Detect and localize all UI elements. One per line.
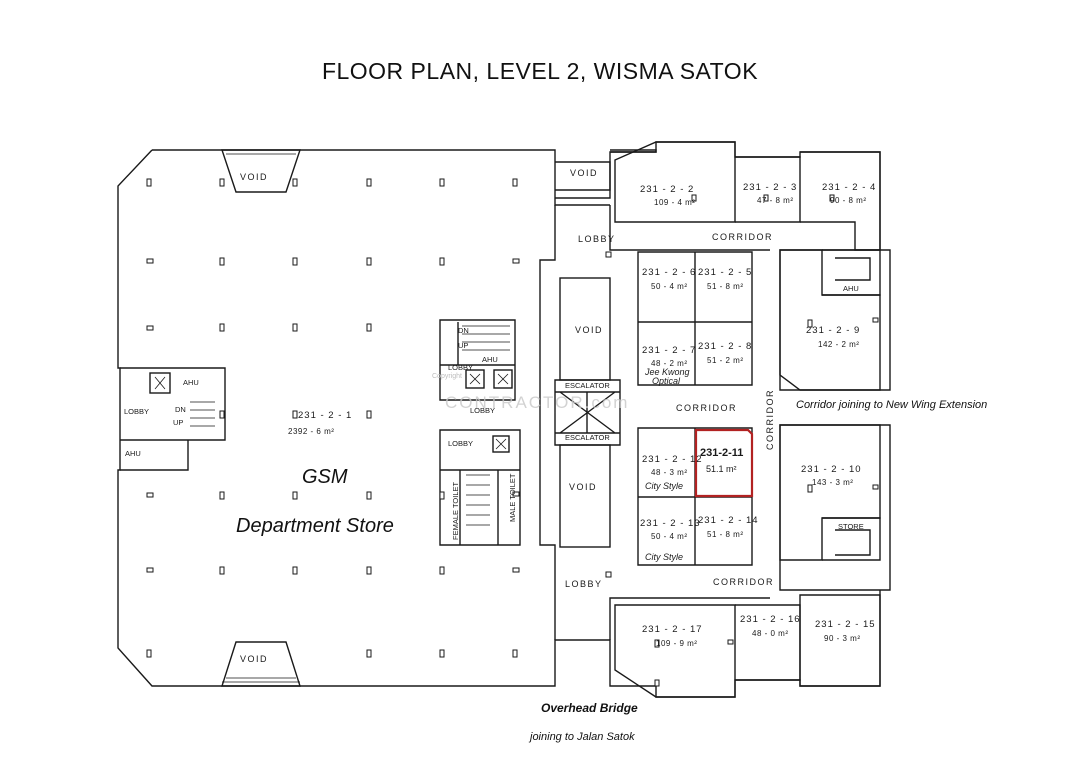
unit-area: 50 - 4 m²	[651, 282, 688, 291]
corridor-label: CORRIDOR	[713, 577, 774, 587]
female-toilet-label: FEMALE TOILET	[451, 482, 460, 540]
unit-id: 231 - 2 - 10	[801, 464, 862, 475]
tenant-label: City Style	[645, 552, 683, 562]
lobby-label: LOBBY	[448, 439, 473, 448]
unit-area: 90 - 3 m²	[824, 634, 861, 643]
unit-area: 47 - 8 m²	[757, 196, 794, 205]
unit-area: 109 - 4 m²	[654, 198, 695, 207]
void-top-right	[555, 161, 611, 191]
store-label: STORE	[838, 522, 864, 531]
unit-id: 231 - 2 - 12	[642, 454, 703, 465]
unit-id: 231 - 2 - 7	[642, 345, 696, 356]
stair-dn-label: DN	[458, 326, 469, 335]
unit-area: 90 - 8 m²	[830, 196, 867, 205]
ahu-label: AHU	[482, 355, 498, 364]
unit-area: 51.1 m²	[706, 464, 737, 474]
unit-area: 109 - 9 m²	[656, 639, 697, 648]
unit-id: 231 - 2 - 2	[640, 184, 694, 195]
unit-id: 231 - 2 - 16	[740, 614, 801, 625]
watermark: CONTRACTOR.com	[445, 393, 629, 412]
unit-area: 51 - 8 m²	[707, 530, 744, 539]
page-title: FLOOR PLAN, LEVEL 2, WISMA SATOK	[321, 58, 759, 84]
unit-id: 231 - 2 - 13	[640, 518, 701, 529]
unit-id: 231 - 2 - 8	[698, 341, 752, 352]
unit-id: 231 - 2 - 5	[698, 267, 752, 278]
corridor-label: CORRIDOR	[676, 403, 737, 413]
unit-id: 231 - 2 - 4	[822, 182, 876, 193]
unit-area: 2392 - 6 m²	[288, 427, 334, 436]
corridor-label-vertical: CORRIDOR	[765, 389, 775, 450]
unit-id: 231 - 2 - 6	[642, 267, 696, 278]
lobby-label: LOBBY	[470, 406, 495, 415]
unit-id: 231 - 2 - 9	[806, 325, 860, 336]
overhead-bridge-label: Overhead Bridge	[541, 701, 638, 715]
unit-area: 48 - 2 m²	[651, 359, 688, 368]
unit-area: 48 - 0 m²	[752, 629, 789, 638]
unit-231-2-11-highlight[interactable]	[694, 428, 754, 498]
columns	[146, 178, 879, 687]
stair-dn-label: DN	[175, 405, 186, 414]
watermark-small: Copyright	[432, 373, 462, 380]
stair-up-label: UP	[173, 418, 183, 427]
unit-id: 231 - 2 - 14	[698, 515, 759, 526]
tenant-label: Jee Kwong	[644, 367, 690, 377]
overhead-bridge-note: joining to Jalan Satok	[530, 731, 635, 743]
void-label: VOID	[240, 172, 268, 182]
left-lobby-annex	[120, 367, 226, 471]
lobby-label: LOBBY	[448, 363, 473, 372]
department-store-label: Department Store	[236, 515, 394, 537]
ahu-label: AHU	[843, 284, 859, 293]
gsm-label: GSM	[302, 466, 348, 488]
escalator-label: ESCALATOR	[565, 433, 610, 442]
unit-area: 51 - 8 m²	[707, 282, 744, 291]
tenant-label: City Style	[645, 481, 683, 491]
male-toilet-label: MALE TOILET	[508, 473, 517, 522]
lobby-label: LOBBY	[124, 407, 149, 416]
escalator-label: ESCALATOR	[565, 381, 610, 390]
void-label: VOID	[570, 168, 598, 178]
lobby-label: LOBBY	[565, 579, 603, 589]
void-label: VOID	[575, 325, 603, 335]
tenant-label: Optical	[652, 376, 681, 386]
unit-id: 231 - 2 - 3	[743, 182, 797, 193]
unit-id: 231 - 2 - 15	[815, 619, 876, 630]
unit-area: 50 - 4 m²	[651, 532, 688, 541]
unit-area: 142 - 2 m²	[818, 340, 859, 349]
ahu-label: AHU	[183, 378, 199, 387]
void-bottom	[221, 641, 301, 687]
corridor-label: CORRIDOR	[712, 232, 773, 242]
unit-id: 231 - 2 - 1	[298, 410, 352, 421]
unit-area: 143 - 3 m²	[812, 478, 853, 487]
void-label: VOID	[569, 482, 597, 492]
corridor-note: Corridor joining to New Wing Extension	[796, 399, 988, 411]
lobby-label: LOBBY	[578, 234, 616, 244]
unit-area: 48 - 3 m²	[651, 468, 688, 477]
stair-up-label: UP	[458, 341, 468, 350]
void-top	[221, 149, 301, 193]
escalator	[554, 379, 621, 446]
void-label: VOID	[240, 654, 268, 664]
unit-area: 51 - 2 m²	[707, 356, 744, 365]
unit-id-highlighted: 231-2-11	[700, 447, 743, 459]
unit-id: 231 - 2 - 17	[642, 624, 703, 635]
ahu-label: AHU	[125, 449, 141, 458]
void-central-bottom	[559, 444, 611, 548]
